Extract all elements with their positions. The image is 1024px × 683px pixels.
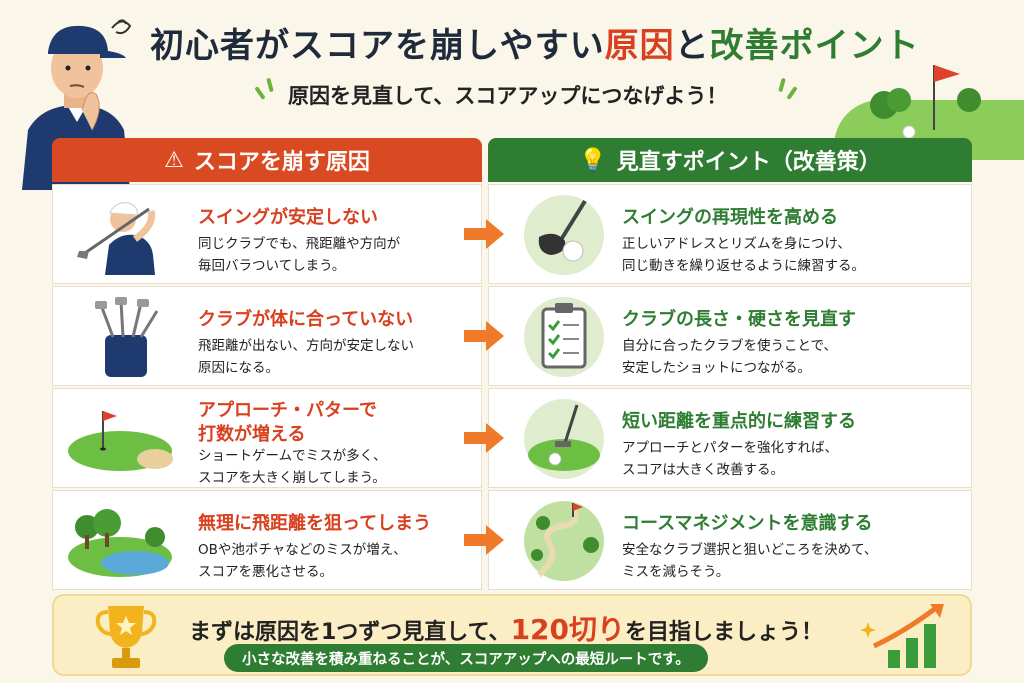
golfer-swing-icon bbox=[77, 202, 156, 275]
cause-description: 飛距離が出ない、方向が安定しない原因になる。 bbox=[198, 338, 414, 376]
fix-heading: コースマネジメントを意識する bbox=[622, 513, 873, 534]
fix-description: 自分に合ったクラブを使うことで、安定したショットにつながる。 bbox=[622, 338, 838, 376]
green-flag-icon bbox=[68, 411, 173, 471]
warning-icon: ⚠ bbox=[164, 147, 184, 173]
tip-pill: 小さな改善を積み重ねることが、スコアアップへの最短ルートです。 bbox=[224, 644, 708, 672]
lightbulb-icon: 💡 bbox=[579, 147, 607, 173]
fix-heading: スイングの再現性を高める bbox=[622, 207, 838, 228]
golf-flag-icon bbox=[870, 65, 981, 139]
cause-heading: クラブが体に合っていない bbox=[198, 309, 414, 330]
sparkle-icon bbox=[254, 86, 266, 100]
fix-row: 短い距離を重点的に練習する アプローチとパターを強化すれば、スコアは大きく改善す… bbox=[488, 388, 972, 488]
page-title: 初心者がスコアを崩しやすい原因と改善ポイント bbox=[150, 26, 920, 66]
cause-description: OBや池ポチャなどのミスが増え、スコアを悪化させる。 bbox=[198, 542, 407, 580]
goal-message: まずは原因を1つずつ見直して、120切りを目指しましょう！ bbox=[189, 613, 824, 646]
fix-description: 正しいアドレスとリズムを身につけ、同じ動きを繰り返せるように練習する。 bbox=[622, 236, 865, 274]
fix-heading: クラブの長さ・硬さを見直す bbox=[622, 309, 856, 330]
golf-bag-icon bbox=[95, 297, 159, 377]
sparkle-icon bbox=[786, 86, 798, 100]
fix-heading: 短い距離を重点的に練習する bbox=[622, 411, 856, 432]
cause-row: クラブが体に合っていない 飛距離が出ない、方向が安定しない原因になる。 bbox=[52, 286, 482, 386]
fix-description: 安全なクラブ選択と狙いどころを決めて、ミスを減らそう。 bbox=[622, 542, 878, 580]
page-subtitle: 原因を見直して、スコアアップにつなげよう！ bbox=[288, 84, 728, 108]
cause-row: スイングが安定しない 同じクラブでも、飛距離や方向が毎回バラついてしまう。 bbox=[52, 184, 482, 284]
cause-description: 同じクラブでも、飛距離や方向が毎回バラついてしまう。 bbox=[198, 236, 401, 274]
arrow-right-icon bbox=[464, 321, 504, 351]
sparkle-icon bbox=[778, 77, 786, 93]
cause-row: 無理に飛距離を狙ってしまう OBや池ポチャなどのミスが増え、スコアを悪化させる。 bbox=[52, 490, 482, 590]
cause-heading: 無理に飛距離を狙ってしまう bbox=[198, 513, 432, 534]
cause-row: アプローチ・パターで打数が増える ショートゲームでミスが多く、スコアを大きく崩し… bbox=[52, 388, 482, 488]
causes-column-header: ⚠ スコアを崩す原因 bbox=[52, 138, 482, 182]
fix-row: クラブの長さ・硬さを見直す 自分に合ったクラブを使うことで、安定したショットにつ… bbox=[488, 286, 972, 386]
goal-banner: まずは原因を1つずつ見直して、120切りを目指しましょう！ 小さな改善を積み重ね… bbox=[52, 594, 972, 676]
sparkle-icon bbox=[266, 77, 274, 93]
fix-row: コースマネジメントを意識する 安全なクラブ選択と狙いどころを決めて、ミスを減らそ… bbox=[488, 490, 972, 590]
checklist-icon bbox=[524, 297, 604, 377]
pond-trees-icon bbox=[68, 509, 172, 577]
title-highlight-improvement: 改善ポイント bbox=[709, 26, 920, 66]
putter-icon bbox=[524, 399, 604, 479]
club-ball-icon bbox=[524, 195, 604, 275]
arrow-right-icon bbox=[464, 423, 504, 453]
goal-highlight: 120切り bbox=[510, 613, 626, 646]
arrow-right-icon bbox=[464, 219, 504, 249]
fix-description: アプローチとパターを強化すれば、スコアは大きく改善する。 bbox=[622, 440, 838, 478]
cause-description: ショートゲームでミスが多く、スコアを大きく崩してしまう。 bbox=[198, 448, 387, 486]
arrow-right-icon bbox=[464, 525, 504, 555]
fix-row: スイングの再現性を高める 正しいアドレスとリズムを身につけ、同じ動きを繰り返せる… bbox=[488, 184, 972, 284]
course-map-icon bbox=[524, 501, 604, 581]
trophy-icon bbox=[95, 606, 157, 668]
fixes-column-header: 💡 見直すポイント（改善策） bbox=[488, 138, 972, 182]
growth-chart-icon bbox=[860, 604, 944, 668]
title-highlight-cause: 原因 bbox=[604, 26, 675, 66]
cause-heading: アプローチ・パターで打数が増える bbox=[198, 400, 377, 445]
cause-heading: スイングが安定しない bbox=[198, 207, 378, 228]
